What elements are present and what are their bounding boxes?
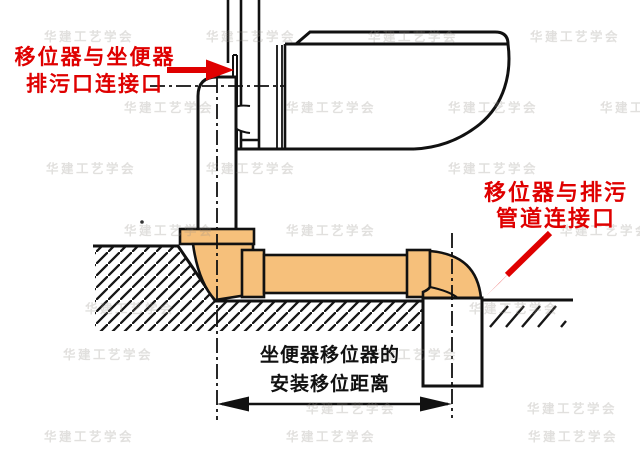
- offset-pipe-assembly: [178, 227, 483, 302]
- dimension-arrowhead-right: [420, 396, 452, 412]
- ink-speck: [140, 220, 144, 224]
- mounting-plate: [276, 45, 283, 149]
- label-drain-connection-line1: 移位器与排污: [483, 180, 628, 205]
- dimension-arrow: [217, 396, 452, 412]
- annotation-arrow-toilet-connection: [167, 59, 234, 81]
- riser-pipe: [196, 75, 238, 231]
- label-toilet-connection-line1: 移位器与坐便器: [14, 46, 176, 69]
- dimension-arrowhead-left: [217, 396, 249, 412]
- label-drain-connection: 移位器与排污 管道连接口: [470, 180, 640, 232]
- horizontal-pipe: [262, 253, 410, 295]
- ground-section-middle: [214, 299, 425, 331]
- toilet-bowl: [230, 30, 511, 151]
- label-toilet-connection: 移位器与坐便器 排污口连接口: [2, 44, 188, 98]
- ground-section-right: [483, 298, 573, 328]
- annotation-arrow-drain-connection: [486, 230, 553, 296]
- coupling-left: [240, 248, 266, 299]
- label-drain-connection-line2: 管道连接口: [495, 206, 616, 231]
- toilet-seat-lid: [295, 30, 510, 46]
- label-offset-distance: 坐便器移位器的 安装移位距离: [252, 341, 408, 399]
- label-toilet-connection-line2: 排污口连接口: [26, 73, 164, 96]
- centerlines: [150, 78, 453, 420]
- label-offset-distance-line1: 坐便器移位器的: [259, 345, 400, 366]
- label-offset-distance-line2: 安装移位距离: [269, 374, 390, 395]
